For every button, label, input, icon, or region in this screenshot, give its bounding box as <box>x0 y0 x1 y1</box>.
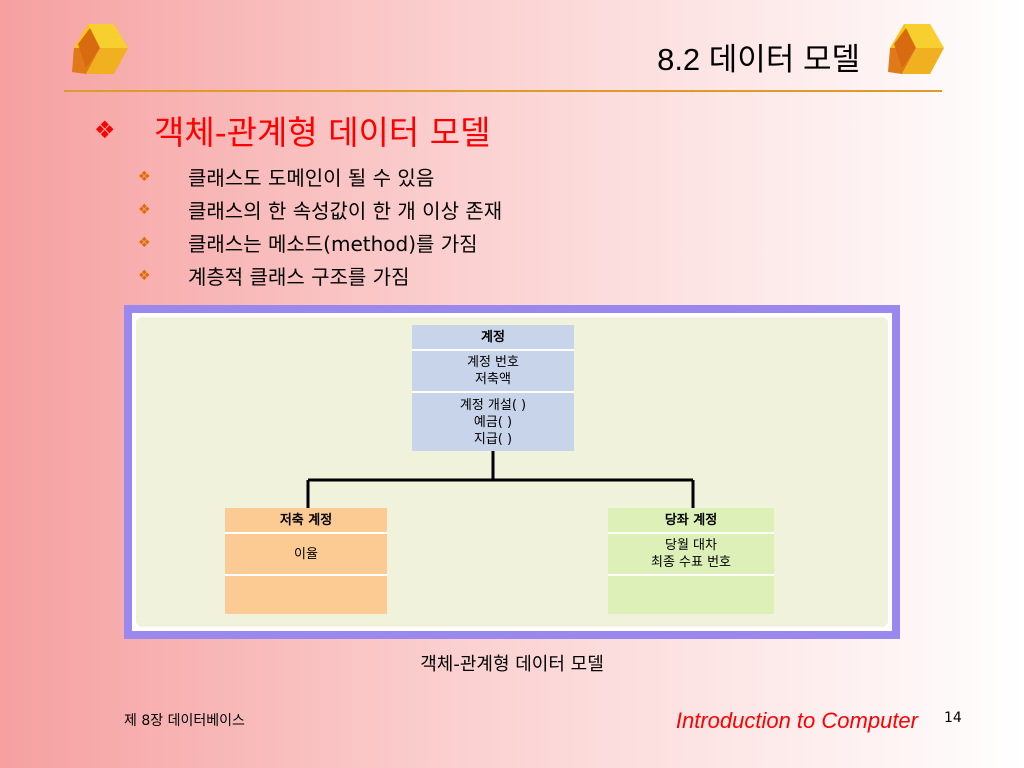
list-item-text: 클래스는 메소드(method)를 가짐 <box>188 232 478 256</box>
diamond-bullet-icon: ❖ <box>138 168 151 185</box>
diagram-canvas: 계정 계정 번호 저축액 계정 개설( ) 예금( ) 지급( ) 저축 계정 <box>136 317 888 627</box>
slide-heading: ❖ 객체-관계형 데이터 모델 <box>94 106 491 154</box>
class-methods <box>608 576 774 614</box>
class-method: 예금( ) <box>473 414 513 430</box>
list-item: ❖ 클래스는 메소드(method)를 가짐 <box>138 226 502 259</box>
section-title: 8.2 데이터 모델 <box>657 42 860 77</box>
class-box-checking-account: 당좌 계정 당월 대차 최종 수표 번호 <box>608 508 774 614</box>
class-attribute: 최종 수표 번호 <box>650 555 732 570</box>
class-attributes: 계정 번호 저축액 <box>412 351 574 391</box>
class-hierarchy-diagram: 계정 계정 번호 저축액 계정 개설( ) 예금( ) 지급( ) 저축 계정 <box>124 305 900 639</box>
diagram-caption: 객체-관계형 데이터 모델 <box>420 654 604 675</box>
class-name: 저축 계정 <box>225 508 387 532</box>
class-methods: 계정 개설( ) 예금( ) 지급( ) <box>412 393 574 451</box>
class-box-account: 계정 계정 번호 저축액 계정 개설( ) 예금( ) 지급( ) <box>412 325 574 451</box>
heading-text: 객체-관계형 데이터 모델 <box>154 113 491 152</box>
class-attributes: 이율 <box>225 534 387 574</box>
diamond-bullet-icon: ❖ <box>138 267 151 284</box>
title-divider <box>64 90 942 92</box>
class-attributes: 당월 대차 최종 수표 번호 <box>608 534 774 574</box>
class-method: 계정 개설( ) <box>459 397 527 413</box>
list-item-text: 클래스의 한 속성값이 한 개 이상 존재 <box>188 199 503 223</box>
list-item: ❖ 클래스도 도메인이 될 수 있음 <box>138 160 502 193</box>
footer-course-title: Introduction to Computer <box>675 708 918 733</box>
list-item-text: 클래스도 도메인이 될 수 있음 <box>188 166 435 190</box>
class-method: 지급( ) <box>473 431 513 447</box>
cube-logo-icon <box>72 24 128 74</box>
connector-lines <box>306 451 695 508</box>
bullet-list: ❖ 클래스도 도메인이 될 수 있음 ❖ 클래스의 한 속성값이 한 개 이상 … <box>138 160 502 292</box>
list-item-text: 계층적 클래스 구조를 가짐 <box>188 265 410 289</box>
page-number: 14 <box>944 710 962 726</box>
diamond-bullet-icon: ❖ <box>138 201 151 218</box>
diamond-bullet-icon: ❖ <box>94 116 116 144</box>
class-box-savings-account: 저축 계정 이율 <box>225 508 387 614</box>
class-name: 계정 <box>412 325 574 349</box>
cube-logo-icon <box>888 24 944 74</box>
class-attribute: 계정 번호 <box>467 355 519 370</box>
list-item: ❖ 계층적 클래스 구조를 가짐 <box>138 259 502 292</box>
footer-chapter: 제 8장 데이터베이스 <box>124 713 245 729</box>
class-methods <box>225 576 387 614</box>
diagram-frame: 계정 계정 번호 저축액 계정 개설( ) 예금( ) 지급( ) 저축 계정 <box>132 313 892 631</box>
class-attribute: 당월 대차 <box>665 538 717 553</box>
list-item: ❖ 클래스의 한 속성값이 한 개 이상 존재 <box>138 193 502 226</box>
class-attribute: 저축액 <box>475 372 511 387</box>
class-name: 당좌 계정 <box>608 508 774 532</box>
diamond-bullet-icon: ❖ <box>138 234 151 251</box>
class-attribute: 이율 <box>294 546 318 562</box>
